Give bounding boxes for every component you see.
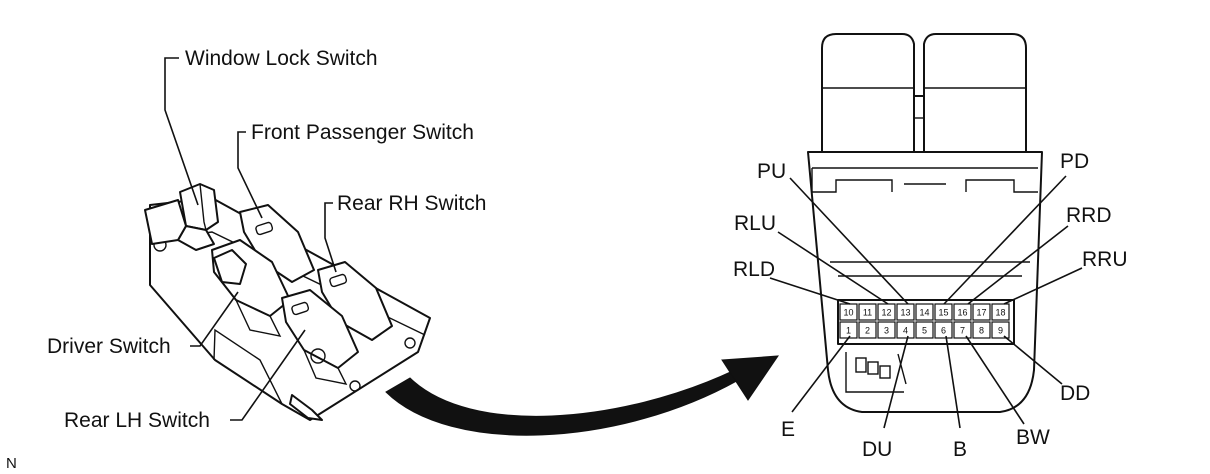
- terminal-leader-lines: [769, 175, 1083, 429]
- rear-lh-switch: [281, 289, 359, 385]
- pin-cell-7: [953, 321, 972, 339]
- switch-leader-lines: [164, 57, 337, 421]
- pin-number-4: 4: [903, 326, 908, 336]
- terminal-b: B: [953, 438, 967, 461]
- pin-number-6: 6: [941, 326, 946, 336]
- terminal-bw: BW: [1016, 426, 1050, 449]
- pin-number-8: 8: [979, 326, 984, 336]
- pin-cell-3: [877, 321, 896, 339]
- terminal-rld: RLD: [733, 258, 775, 281]
- pin-cell-5: [915, 321, 934, 339]
- pin-number-11: 11: [863, 308, 872, 318]
- pin-number-2: 2: [865, 326, 870, 336]
- label-rear-lh-switch: Rear LH Switch: [64, 409, 210, 432]
- pin-number-7: 7: [960, 326, 965, 336]
- pin-cell-9: [991, 321, 1010, 339]
- pin-number-15: 15: [938, 308, 948, 318]
- pin-cell-4: [896, 321, 915, 339]
- terminal-rru: RRU: [1082, 248, 1128, 271]
- terminal-e: E: [781, 418, 795, 441]
- terminal-du: DU: [862, 438, 892, 461]
- pin-cell-15: [934, 303, 953, 321]
- terminal-pd: PD: [1060, 150, 1089, 173]
- pin-cell-2: [858, 321, 877, 339]
- label-window-lock-switch: Window Lock Switch: [185, 47, 378, 70]
- curved-arrow-icon: [385, 355, 779, 436]
- pin-number-5: 5: [922, 326, 927, 336]
- terminal-pu: PU: [757, 160, 786, 183]
- pin-number-3: 3: [884, 326, 889, 336]
- pin-number-13: 13: [900, 308, 910, 318]
- terminal-dd: DD: [1060, 382, 1090, 405]
- pin-cell-18: [991, 303, 1010, 321]
- pin-cell-16: [953, 303, 972, 321]
- label-rear-rh-switch: Rear RH Switch: [337, 192, 486, 215]
- pin-number-16: 16: [957, 308, 967, 318]
- pin-cell-12: [877, 303, 896, 321]
- pin-number-9: 9: [998, 326, 1003, 336]
- pin-number-14: 14: [919, 308, 929, 318]
- terminal-rrd: RRD: [1066, 204, 1112, 227]
- pin-number-12: 12: [881, 308, 891, 318]
- label-driver-switch: Driver Switch: [47, 335, 171, 358]
- window-lock-switch: [144, 183, 219, 251]
- connector-housing: [807, 33, 1043, 413]
- pin-cell-11: [858, 303, 877, 321]
- pin-number-10: 10: [843, 308, 853, 318]
- terminal-rlu: RLU: [734, 212, 776, 235]
- pin-cell-13: [896, 303, 915, 321]
- pin-number-17: 17: [976, 308, 986, 318]
- pin-cell-8: [972, 321, 991, 339]
- pin-cell-14: [915, 303, 934, 321]
- pin-number-18: 18: [995, 308, 1005, 318]
- master-switch-assembly: [144, 183, 431, 421]
- pin-number-1: 1: [846, 326, 851, 336]
- figure-code: N: [6, 455, 17, 472]
- pin-cell-6: [934, 321, 953, 339]
- driver-switch: [211, 239, 291, 337]
- pin-cell-17: [972, 303, 991, 321]
- label-front-passenger-switch: Front Passenger Switch: [251, 121, 474, 144]
